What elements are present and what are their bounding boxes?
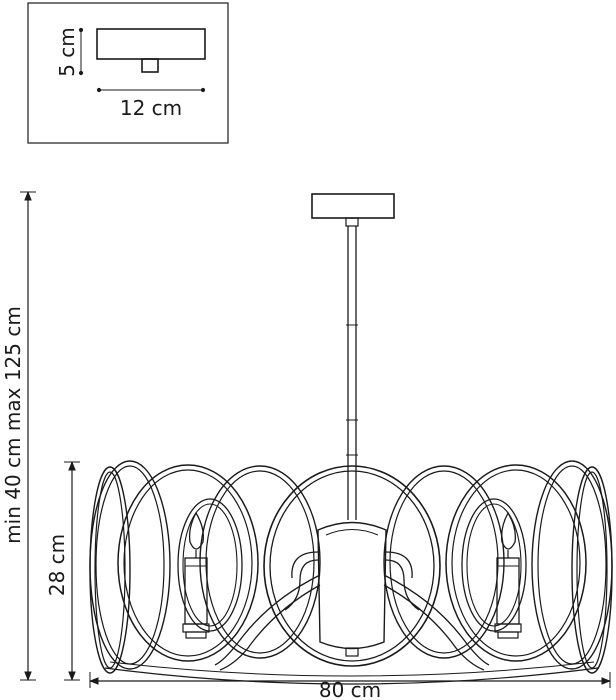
ceiling-canopy [311,193,395,219]
shade-height-dimension: 28 cm [45,461,80,681]
overall-height-label: min 40 cm max 125 cm [1,306,25,544]
ring [531,460,613,670]
ring [117,464,259,662]
ring [94,471,126,669]
ring-shade [89,460,613,685]
ring [205,470,315,654]
ring [383,465,505,659]
canopy-top-view [96,28,206,60]
canopy-fitting [141,58,159,73]
ring [389,470,499,654]
canopy-inset: 5 cm 12 cm [27,2,229,144]
lamp-width-label: 80 cm [319,678,381,700]
ring [123,469,253,657]
ring [199,465,321,659]
ring [269,470,435,662]
overall-height-dimension: min 40 cm max 125 cm [1,191,36,681]
ring [576,471,608,669]
ring [182,503,238,627]
central-hub [214,521,490,671]
canopy-nut [345,217,359,227]
ring [89,460,171,670]
ring [445,464,587,662]
ring [461,498,527,632]
ring [451,469,581,657]
ring [177,498,243,632]
ring [466,503,522,627]
canopy-height-label: 5 cm [55,27,79,77]
inset-frame [27,2,229,144]
shade-height-label: 28 cm [45,534,69,596]
canopy-width-label: 12 cm [120,96,182,120]
ring [263,465,441,667]
